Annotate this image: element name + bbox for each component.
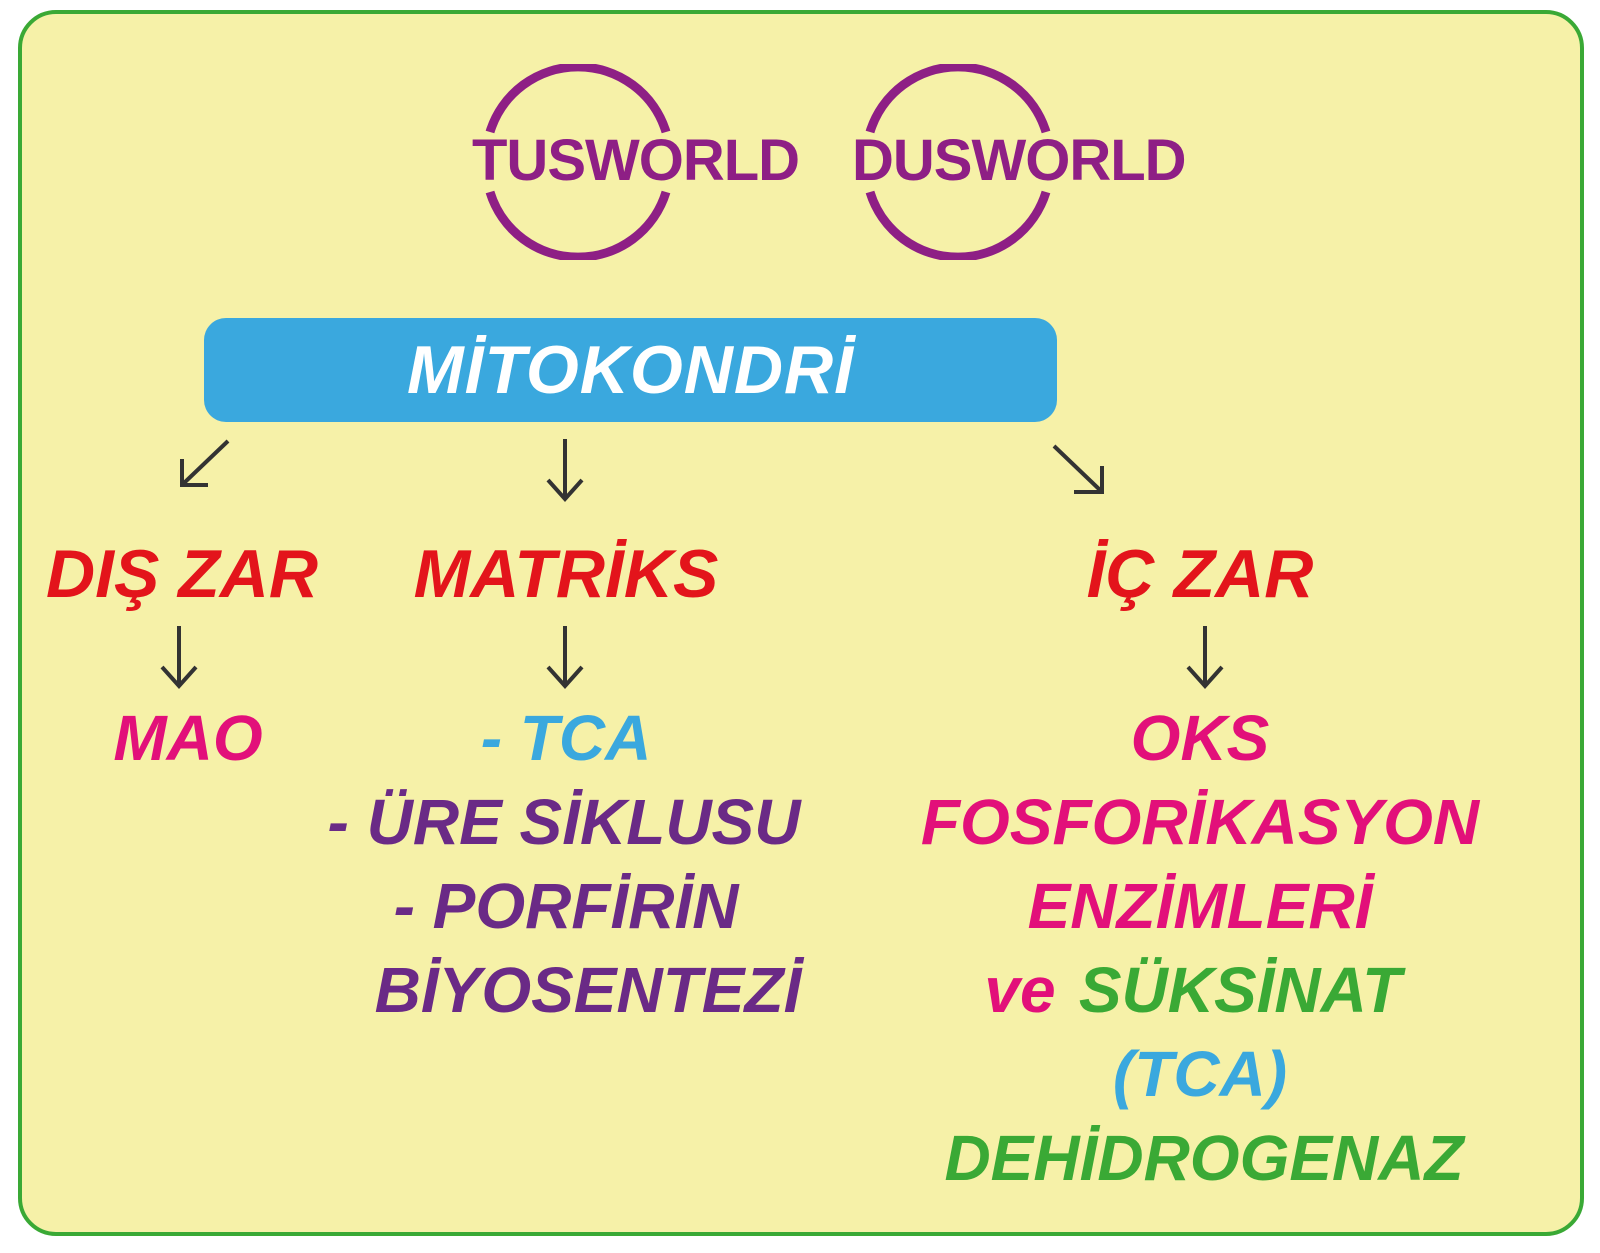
outer-membrane-heading: DIŞ ZAR (46, 536, 318, 612)
inner-item-tca: (TCA) (1112, 1038, 1288, 1110)
arrow-to-outer-membrane-icon (180, 439, 230, 487)
dusworld-logo (852, 64, 1192, 260)
inner-item-phosphorylation: FOSFORİKASYON (920, 786, 1480, 858)
matrix-item-biosynthesis: BİYOSENTEZİ (374, 954, 802, 1026)
arrow-to-matrix-icon (546, 439, 584, 502)
root-label: MİTOKONDRİ (407, 332, 854, 408)
matrix-heading: MATRİKS (413, 536, 719, 612)
matrix-item-tca: - TCA (480, 702, 652, 774)
arrow-inner-to-list-icon (1186, 626, 1224, 689)
inner-item-oks: OKS (1130, 702, 1270, 774)
matrix-item-porphyrin: - PORFİRİN (393, 870, 739, 942)
matrix-item-urea-cycle: - ÜRE SİKLUSU (327, 786, 801, 858)
tusworld-ring-icon (485, 64, 671, 260)
inner-item-dehydrogenase: DEHİDROGENAZ (944, 1122, 1464, 1194)
arrow-outer-to-mao-icon (160, 626, 198, 689)
diagram-card (18, 10, 1584, 1236)
inner-item-succinate: SÜKSİNAT (1078, 954, 1402, 1026)
inner-item-enzymes: ENZİMLERİ (1027, 870, 1373, 942)
tusworld-logo (470, 64, 810, 260)
dusworld-logo-text: DUSWORLD (852, 128, 1187, 193)
arrow-to-inner-membrane-icon (1052, 444, 1104, 494)
outer-membrane-item-mao: MAO (113, 702, 263, 774)
dusworld-ring-icon (865, 64, 1051, 260)
tusworld-logo-text: TUSWORLD (472, 128, 800, 193)
root-node: MİTOKONDRİ (204, 318, 1057, 422)
inner-item-and: ve (984, 954, 1056, 1026)
arrow-matrix-to-list-icon (546, 626, 584, 689)
inner-membrane-heading: İÇ ZAR (1086, 536, 1314, 612)
